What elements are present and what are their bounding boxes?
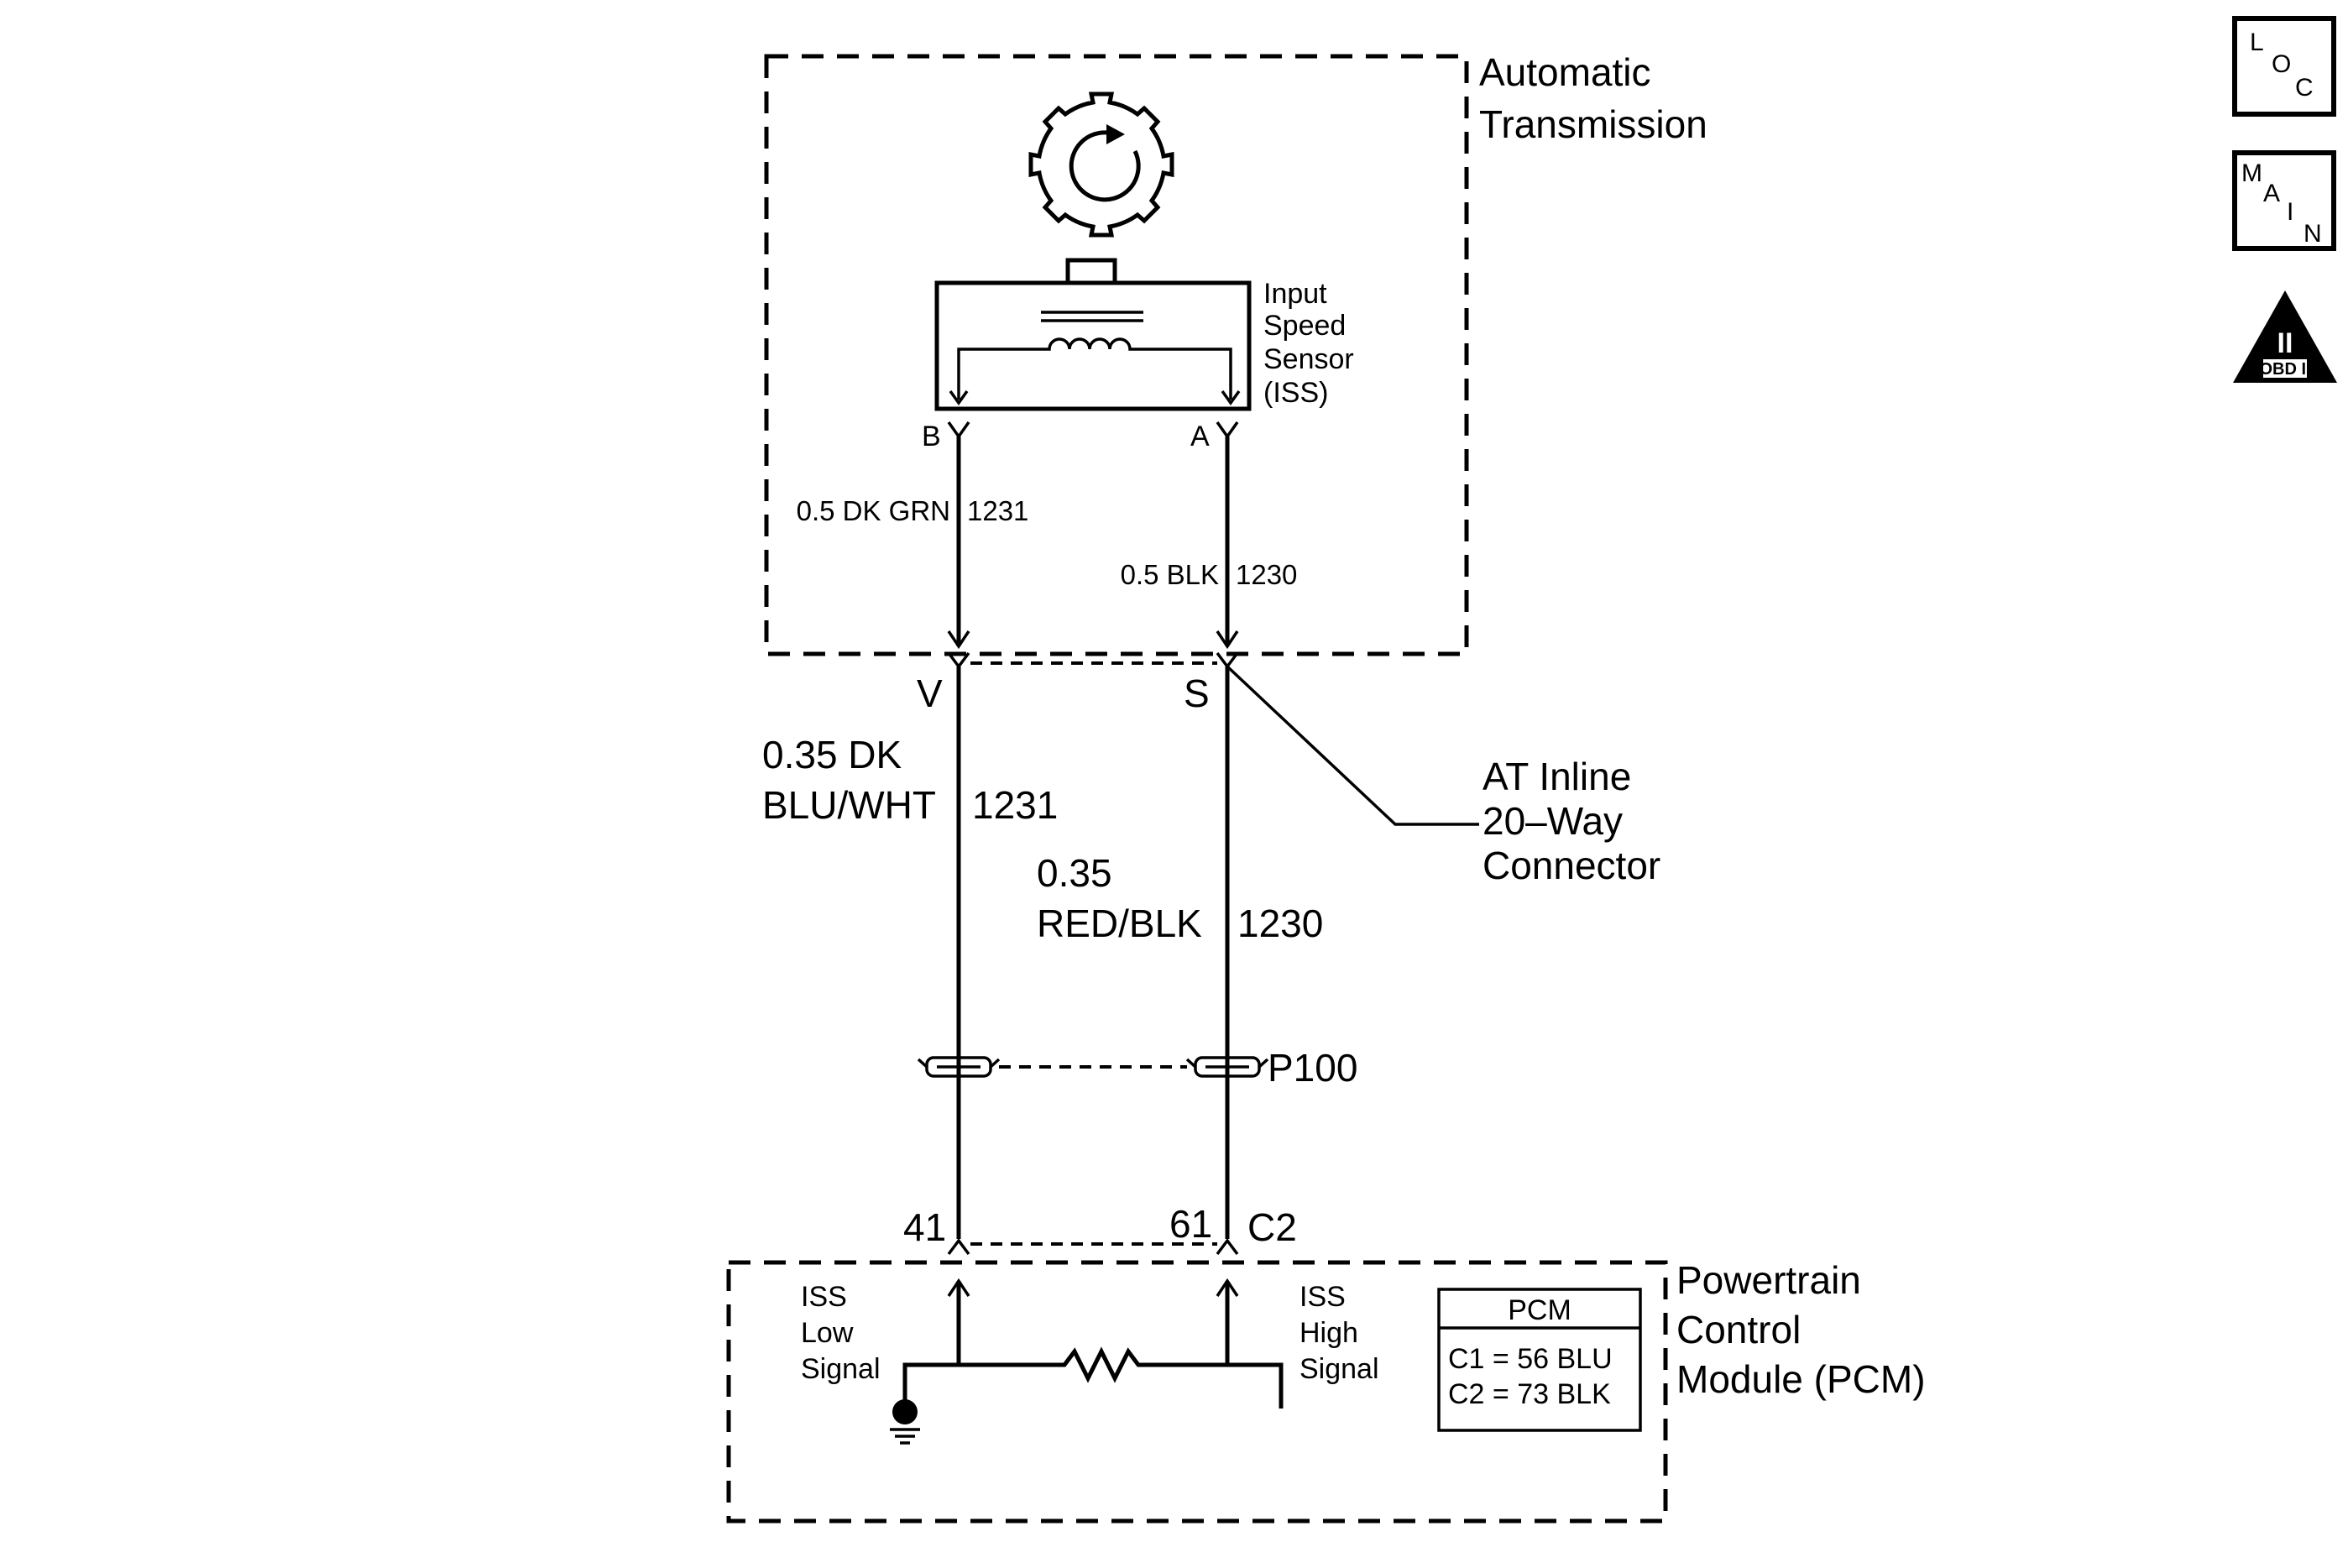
pcm-connector-label: C2 (1247, 1205, 1297, 1249)
iss-high-label-line2: High (1300, 1317, 1358, 1349)
pcm-label-line1: Powertrain (1676, 1258, 1861, 1302)
ground-icon (890, 1399, 920, 1445)
wire-outer-high-color-line1: 0.35 (1037, 851, 1112, 895)
pcm-boundary (726, 1260, 1668, 1524)
wire-outer-low-color-line1: 0.35 DK (762, 733, 902, 776)
wire-outer-high-color-line2: RED/BLK (1037, 902, 1202, 945)
svg-text:O: O (2272, 50, 2291, 78)
iss-label-line2: Speed (1263, 310, 1346, 342)
pcm-label-line2: Control (1676, 1308, 1801, 1351)
svg-text:A: A (2263, 180, 2280, 207)
inline-connector-leader (1226, 665, 1479, 826)
iss-pin-a: A (1190, 421, 1210, 452)
pcm-table-row2: C2 = 73 BLK (1448, 1378, 1611, 1410)
wire-outer-high-circuit: 1230 (1237, 902, 1323, 945)
iss-low-label-line3: Signal (801, 1353, 881, 1385)
wire-inner-high-circuit: 1230 (1236, 559, 1297, 590)
pcm-pin-41: 41 (903, 1205, 946, 1249)
inline-pin-s: S (1184, 672, 1210, 715)
transmission-label-line2: Transmission (1479, 102, 1707, 146)
pcm-table-title: PCM (1508, 1294, 1571, 1326)
iss-high-label-line3: Signal (1300, 1353, 1379, 1385)
reluctor-wheel-icon (1028, 91, 1174, 238)
inline-label-line1: AT Inline (1483, 755, 1631, 798)
wire-inner-low-color: 0.5 DK GRN (797, 495, 950, 526)
input-speed-sensor (934, 258, 1252, 411)
splice-p100 (917, 1056, 1269, 1078)
transmission-boundary (764, 54, 1469, 656)
main-icon: M A I N (2232, 150, 2336, 251)
wire-inner-low-circuit: 1231 (967, 495, 1028, 526)
obd-ii-icon: II OBD II (2233, 290, 2337, 383)
iss-pin-b: B (922, 421, 941, 452)
iss-low-label-line2: Low (801, 1317, 854, 1349)
svg-text:L: L (2250, 29, 2264, 56)
transmission-label-line1: Automatic (1479, 50, 1651, 94)
pcm-internal-circuit (902, 1278, 1284, 1409)
pcm-label-line3: Module (PCM) (1676, 1357, 1926, 1401)
svg-text:II: II (2277, 327, 2293, 359)
iss-high-label-line1: ISS (1300, 1281, 1346, 1313)
loc-icon: L O C (2232, 16, 2336, 117)
svg-text:OBD II: OBD II (2259, 360, 2310, 379)
iss-label-line1: Input (1263, 278, 1327, 310)
wire-outer-low-color-line2: BLU/WHT (762, 783, 936, 827)
inline-pin-v: V (917, 672, 943, 715)
pcm-connector-table: PCM C1 = 56 BLU C2 = 73 BLK (1437, 1288, 1642, 1432)
pcm-table-row1: C1 = 56 BLU (1448, 1343, 1613, 1375)
svg-text:M: M (2241, 159, 2262, 187)
wire-inner-low (947, 436, 970, 650)
wire-outer-low-circuit: 1231 (972, 783, 1058, 827)
svg-text:N: N (2304, 220, 2322, 248)
wire-inner-high-color: 0.5 BLK (1121, 559, 1219, 590)
iss-label-line4: (ISS) (1263, 377, 1328, 409)
iss-label-line3: Sensor (1263, 343, 1354, 375)
svg-text:C: C (2295, 74, 2314, 102)
inline-label-line3: Connector (1483, 844, 1660, 887)
splice-label: P100 (1268, 1046, 1357, 1090)
svg-text:I: I (2287, 198, 2293, 226)
pcm-connector-c2 (947, 1238, 1239, 1256)
pcm-pin-61: 61 (1169, 1202, 1212, 1246)
iss-low-label-line1: ISS (801, 1281, 847, 1313)
wire-inner-high (1216, 436, 1239, 650)
inline-label-line2: 20–Way (1483, 799, 1623, 843)
